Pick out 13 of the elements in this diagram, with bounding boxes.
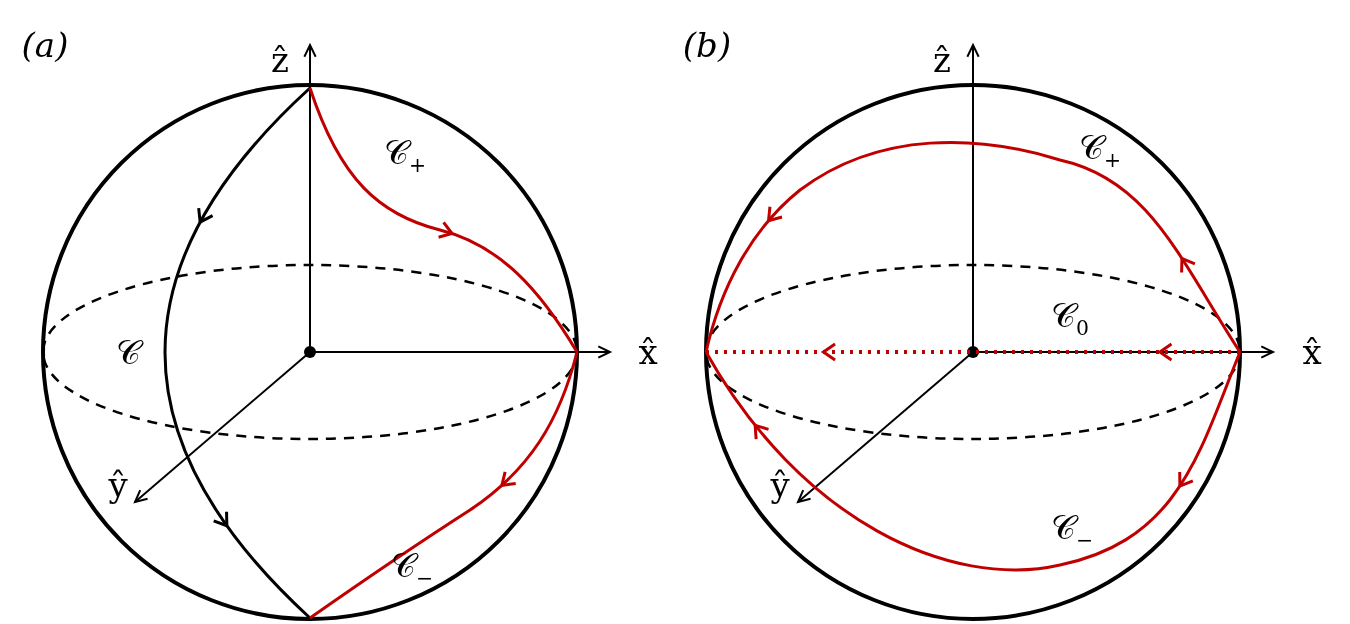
axis-label: x̂ [638, 335, 658, 369]
curve-label: 𝒞$_{0}$ [1051, 297, 1089, 339]
curve-label: 𝒞$_{+}$ [383, 134, 427, 176]
axis-label: x̂ [1302, 335, 1322, 369]
panel-label: (a) [21, 28, 69, 62]
axis-label: ẑ [271, 43, 289, 77]
panel-label: (b) [682, 28, 732, 62]
axis-label: ŷ [108, 468, 128, 502]
curve-label: 𝒞$_{+}$ [1078, 129, 1122, 171]
axis-label: ẑ [933, 43, 951, 77]
curve-label: 𝒞$_{−}$ [390, 547, 434, 589]
axis-label: ŷ [770, 468, 790, 502]
curve-label: 𝒞$_{−}$ [1050, 509, 1094, 551]
